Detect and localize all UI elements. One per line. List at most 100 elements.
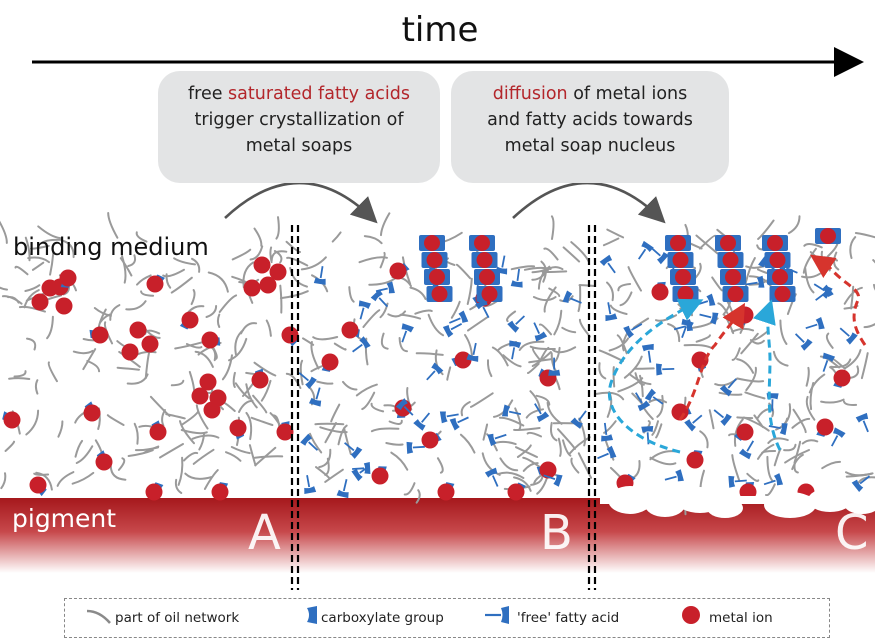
oil-strand [694,262,702,280]
oil-strand [173,257,196,266]
oil-strand [165,273,172,289]
metal-ion [437,483,455,501]
oil-strand [324,468,344,483]
metal-ion [371,467,389,485]
oil-strand [260,379,272,402]
binding-medium-label: binding medium [13,233,209,261]
oil-strand [116,366,140,371]
fatty-acid [358,300,371,320]
metal-ion [725,269,741,285]
oil-strand [238,399,254,413]
transition-arrow-a [224,181,378,224]
oil-strand [249,245,264,261]
oil-strand [531,348,541,361]
oil-strand [133,422,139,445]
metal-ion [191,387,209,405]
fatty-acid [351,465,371,482]
oil-strand [514,407,522,430]
fatty-acid [534,403,550,423]
fatty-acid [637,240,654,260]
oil-strand [543,247,559,261]
metal-ion [651,283,669,301]
oil-strand [718,391,743,396]
fatty-acid [442,323,463,338]
oil-strand [248,444,257,467]
oil-strand [218,294,238,313]
fatty-acid [623,323,643,339]
oil-strand [612,366,616,388]
oil-strand [655,423,663,439]
oil-strand [399,313,422,320]
metal-ion [229,419,247,437]
fatty-acid [439,411,459,424]
oil-strand [361,391,376,411]
oil-strand [745,366,757,392]
metal-ion [129,321,147,339]
oil-strand [362,309,381,328]
oil-strand [14,265,29,276]
metal-ion [479,269,495,285]
oil-strand [598,349,624,362]
oil-strand [809,382,815,411]
oil-strand [324,457,330,476]
metal-ion [769,252,786,268]
bubble-b-highlight: diffusion [492,84,568,104]
oil-strand [230,446,251,455]
oil-strand [194,350,214,368]
oil-strand [119,257,133,277]
oil-strand [240,322,258,335]
oil-strand [184,472,213,480]
oil-strand [850,285,855,310]
oil-strand [23,289,40,309]
metal-ion [41,279,59,297]
oil-strand [863,323,875,329]
oil-strand [34,379,39,395]
oil-strand [253,455,284,459]
metal-ion [281,326,299,344]
oil-strand [649,456,677,466]
aggregate-lump [764,492,816,518]
oil-strand [183,451,199,462]
oil-strand [203,469,219,490]
oil-strand [783,443,797,452]
oil-strand [506,310,517,323]
metal-ion [774,286,791,302]
oil-strand [482,423,489,441]
oil-strand [781,403,792,427]
fatty-acid [510,268,523,288]
oil-strand [250,416,274,426]
metal-ion [55,297,73,315]
metal-ion [429,269,445,285]
oil-strand [18,305,46,313]
fatty-acid [605,302,618,322]
fatty-acid [304,475,317,494]
oil-strand [140,290,155,297]
oil-strand [486,359,493,378]
oil-strand [608,337,630,352]
oil-strand [35,471,53,491]
oil-strand [310,341,320,370]
oil-strand [71,471,95,485]
metal-ion [772,269,788,285]
oil-strand [143,445,160,454]
fatty-acid [650,247,669,265]
oil-strand [216,313,221,328]
fatty-acid [466,342,479,362]
oil-strand [7,295,20,304]
fatty-acid [664,469,684,482]
oil-strand [765,483,776,497]
fatty-acid [699,312,719,325]
panel-divider-ab [290,225,300,590]
metal-ion [424,235,440,251]
oil-strand [779,319,788,345]
carboxylate-icon [307,606,317,624]
panel-label-c: C [835,505,869,561]
oil-strand [273,250,283,264]
metal-ion [677,286,694,302]
oil-strand [743,416,770,432]
oil-strand [784,449,810,464]
fatty-acid [656,363,675,376]
oil-strand [529,345,556,351]
oil-strand [455,263,472,280]
oil-strand [562,439,572,457]
